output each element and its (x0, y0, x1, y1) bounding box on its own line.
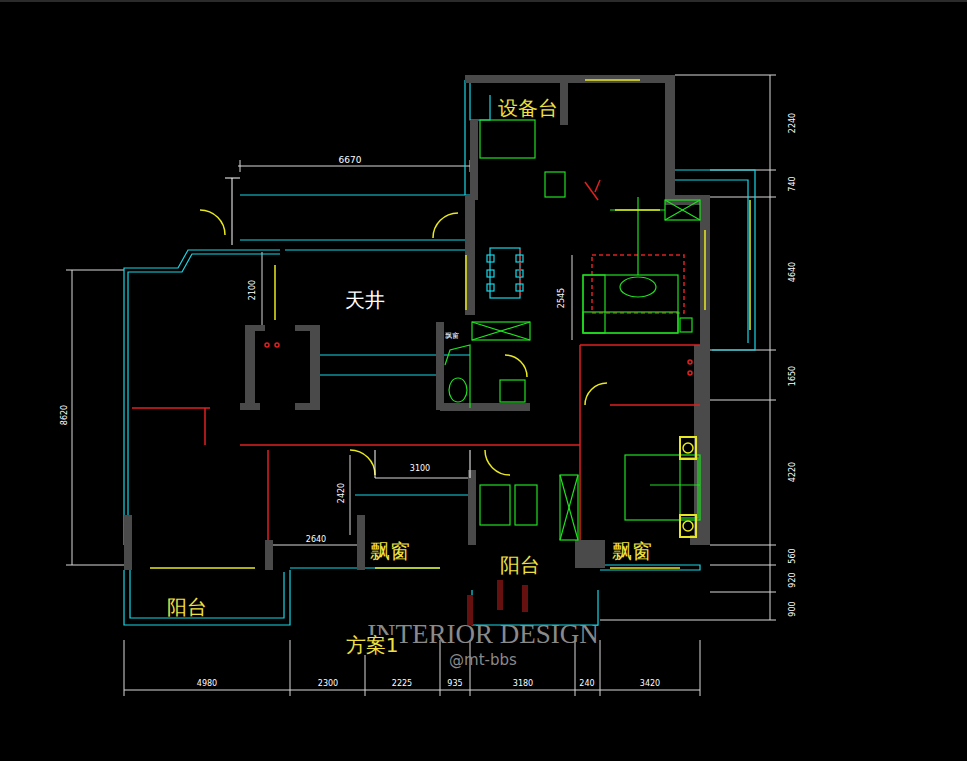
room-label: 设备台 (497, 98, 559, 118)
dimension: 3180 (512, 680, 534, 688)
dimension: 2420 (338, 482, 346, 504)
dimension: 6670 (338, 156, 363, 165)
dimension: 2545 (558, 287, 566, 309)
dimension: 1650 (789, 365, 797, 387)
dimension: 3420 (639, 680, 661, 688)
dimension: 8620 (61, 404, 69, 426)
dimension: 2100 (249, 279, 257, 301)
room-label: 阳台 (499, 555, 541, 575)
watermark: @mt-bbs (448, 653, 518, 668)
dimension: 560 (789, 547, 797, 564)
watermark: INTERIOR DESIGN (366, 621, 600, 648)
dimension: 2640 (305, 536, 327, 544)
room-label: 天井 (344, 290, 386, 310)
dimension: 2225 (391, 680, 413, 688)
dimension: 740 (789, 175, 797, 192)
room-label: 飘窗 (369, 541, 411, 561)
dimension: 935 (446, 680, 463, 688)
caption: 方案1 (345, 635, 400, 655)
room-label: 飘窗 (611, 541, 653, 561)
dimension: 2240 (789, 112, 797, 134)
dimension: 240 (578, 680, 595, 688)
dimension: 2300 (317, 680, 339, 688)
dimension: 900 (789, 600, 797, 617)
room-label: 飘窗 (444, 333, 460, 340)
dimension: 920 (789, 571, 797, 588)
dimension: 3100 (409, 465, 431, 473)
dimension: 4220 (789, 461, 797, 483)
dimension: 4640 (789, 261, 797, 283)
room-label: 阳台 (166, 597, 208, 617)
dimension: 4980 (196, 680, 218, 688)
